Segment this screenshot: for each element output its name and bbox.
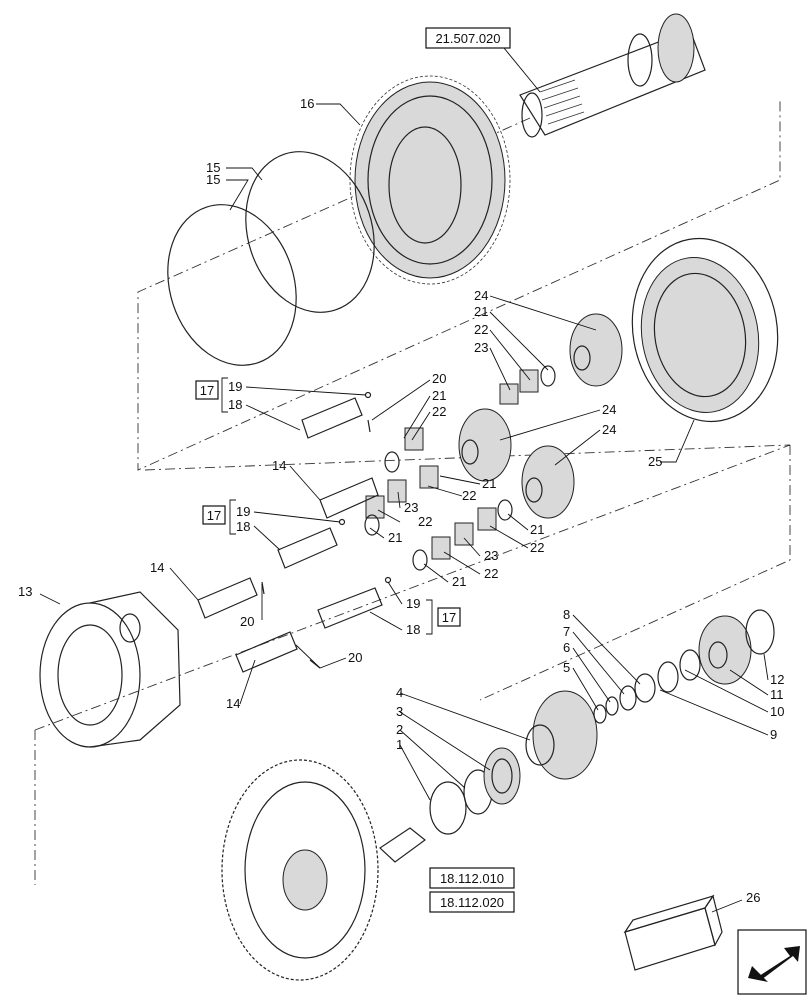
output-shaft — [519, 13, 706, 138]
kit-box-17-a[interactable]: 17 — [195, 380, 219, 400]
housing-hub — [221, 759, 426, 981]
svg-text:14: 14 — [272, 458, 286, 473]
svg-text:5: 5 — [563, 660, 570, 675]
svg-text:12: 12 — [770, 672, 784, 687]
svg-text:10: 10 — [770, 704, 784, 719]
svg-text:8: 8 — [563, 607, 570, 622]
svg-text:15: 15 — [206, 172, 220, 187]
svg-text:22: 22 — [474, 322, 488, 337]
svg-text:21: 21 — [474, 304, 488, 319]
svg-text:1: 1 — [396, 737, 403, 752]
needle-bearings-and-washers — [364, 365, 556, 571]
part-labels: 16 15 15 19 18 20 14 19 18 14 20 20 14 1… — [18, 96, 784, 905]
svg-text:3: 3 — [396, 704, 403, 719]
svg-text:23: 23 — [404, 500, 418, 515]
svg-text:21: 21 — [482, 476, 496, 491]
svg-text:19: 19 — [228, 379, 242, 394]
kit-box-17-b[interactable]: 17 — [202, 505, 226, 525]
ref-box-18112010[interactable]: 18.112.010 — [429, 867, 515, 889]
assembly-line-upper — [137, 100, 781, 471]
assembly-line-lower — [34, 444, 791, 885]
svg-text:11: 11 — [770, 687, 784, 702]
svg-text:16: 16 — [300, 96, 314, 111]
svg-text:6: 6 — [563, 640, 570, 655]
svg-text:17: 17 — [200, 383, 214, 398]
svg-text:24: 24 — [602, 422, 616, 437]
svg-text:15: 15 — [206, 160, 220, 175]
svg-text:21: 21 — [452, 574, 466, 589]
bracket-17-c — [426, 599, 433, 635]
svg-text:14: 14 — [226, 696, 240, 711]
svg-text:22: 22 — [484, 566, 498, 581]
svg-text:19: 19 — [236, 504, 250, 519]
leader-lines — [39, 47, 769, 913]
svg-text:23: 23 — [474, 340, 488, 355]
planet-pins — [197, 391, 392, 673]
svg-text:22: 22 — [432, 404, 446, 419]
ref-box-21507020[interactable]: 21.507.020 — [425, 27, 511, 49]
svg-text:18.112.010: 18.112.010 — [440, 871, 504, 886]
svg-text:22: 22 — [530, 540, 544, 555]
arrow-down-left-icon[interactable] — [737, 929, 807, 995]
svg-text:26: 26 — [746, 890, 760, 905]
svg-text:9: 9 — [770, 727, 777, 742]
kit-box-17-c[interactable]: 17 — [437, 607, 461, 627]
svg-text:18: 18 — [406, 622, 420, 637]
svg-text:22: 22 — [462, 488, 476, 503]
svg-text:20: 20 — [432, 371, 446, 386]
svg-text:23: 23 — [484, 548, 498, 563]
svg-text:7: 7 — [563, 624, 570, 639]
svg-text:21: 21 — [388, 530, 402, 545]
svg-text:21.507.020: 21.507.020 — [435, 31, 500, 46]
svg-text:18: 18 — [228, 397, 242, 412]
ref-box-18112020[interactable]: 18.112.020 — [429, 891, 515, 913]
bracket-17-a — [221, 377, 228, 413]
svg-text:21: 21 — [530, 522, 544, 537]
service-kit-box-icon — [623, 894, 723, 971]
svg-text:17: 17 — [207, 508, 221, 523]
svg-text:24: 24 — [602, 402, 616, 417]
planet-carrier-13 — [39, 591, 181, 748]
svg-text:18.112.020: 18.112.020 — [440, 895, 504, 910]
lower-stack — [429, 609, 775, 835]
svg-text:18: 18 — [236, 519, 250, 534]
planet-gears-24 — [458, 313, 623, 519]
svg-text:20: 20 — [348, 650, 362, 665]
svg-text:22: 22 — [418, 514, 432, 529]
snap-rings-15 — [167, 151, 375, 366]
svg-text:20: 20 — [240, 614, 254, 629]
svg-text:24: 24 — [474, 288, 488, 303]
svg-text:14: 14 — [150, 560, 164, 575]
svg-text:21: 21 — [432, 388, 446, 403]
ring-gear-25 — [631, 237, 779, 423]
svg-text:17: 17 — [442, 610, 456, 625]
svg-text:13: 13 — [18, 584, 32, 599]
svg-text:19: 19 — [406, 596, 420, 611]
svg-text:4: 4 — [396, 685, 403, 700]
bracket-17-b — [229, 499, 236, 535]
svg-text:2: 2 — [396, 722, 403, 737]
drive-gear-16 — [349, 75, 511, 285]
svg-text:25: 25 — [648, 454, 662, 469]
